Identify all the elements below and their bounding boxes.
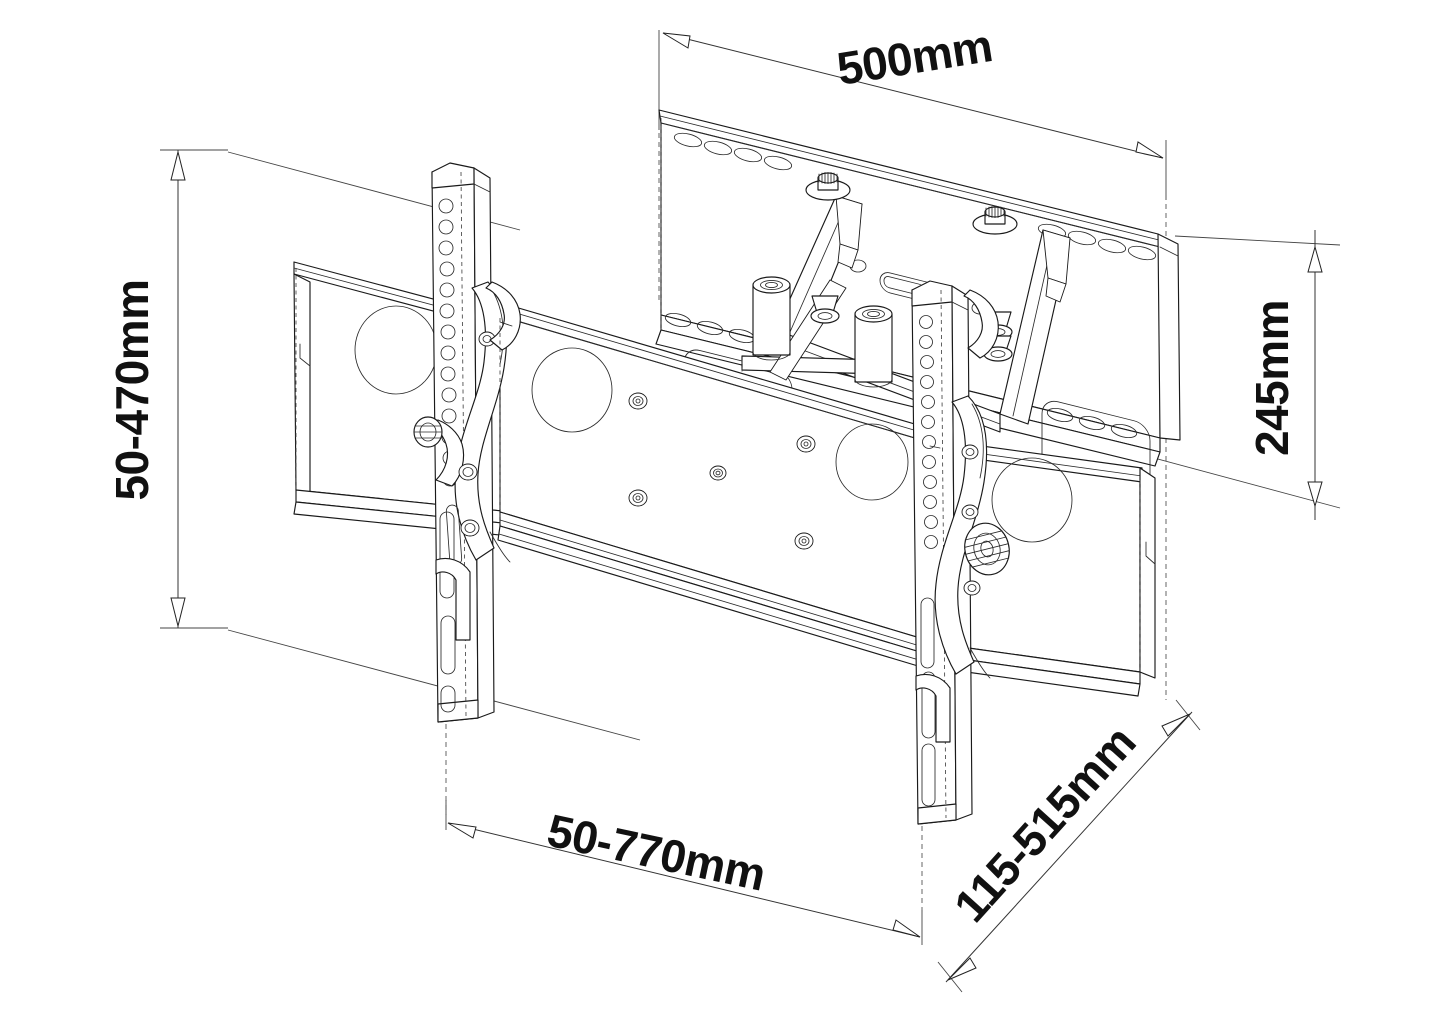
arrow-500-left <box>662 32 691 49</box>
right-bracket-bolt-1 <box>961 444 979 460</box>
ext-leader-470-bottom <box>227 629 641 741</box>
right-rail-hole-column <box>919 315 938 549</box>
tick-515-lower <box>937 961 963 993</box>
right-rail-slot-1 <box>920 597 935 669</box>
left-bracket-bolt-2 <box>458 463 478 481</box>
right-rail-bottom <box>917 803 957 825</box>
pivot-cap-left <box>810 295 840 324</box>
left-tilt-knob <box>413 416 443 448</box>
right-rail-slot-2 <box>921 671 936 739</box>
wall-plate-right-flange <box>1157 233 1181 441</box>
rivet-5 <box>794 532 814 550</box>
pivot-cylinder-inner-right-bottom <box>854 378 893 388</box>
left-rail-slot-3 <box>440 685 456 713</box>
center-plate-circle-left <box>531 347 613 433</box>
right-lower-fork <box>915 673 951 743</box>
tilt-adjustment-knob <box>964 522 1010 576</box>
right-rail-top-edge <box>951 301 969 311</box>
arrow-515-lower <box>947 957 977 981</box>
left-tilt-arm <box>454 281 508 561</box>
left-rail-top-edge <box>473 183 491 193</box>
left-upper-claw-face <box>485 281 521 351</box>
center-plate-top-rail-line2 <box>498 307 942 439</box>
left-tilt-arc-1 <box>491 289 504 365</box>
ext-line-245-top <box>1174 235 1341 246</box>
right-rail-slot-3 <box>921 743 936 807</box>
dimension-label-50-470mm: 50-470mm <box>106 279 158 500</box>
ext-line-245-bottom <box>1142 454 1341 509</box>
dimension-245mm: 245mm <box>1142 230 1341 520</box>
dimension-50-470mm: 50-470mm <box>106 149 641 741</box>
left-rail-bottom <box>437 699 479 723</box>
dim-line-770 <box>447 822 921 938</box>
right-bracket-bolt-2 <box>961 504 979 520</box>
arrow-470-bottom <box>170 597 186 627</box>
upper-arm-left-tab <box>837 243 859 269</box>
rivet-3 <box>709 465 727 481</box>
wall-plate-dimples-left <box>673 132 793 171</box>
center-plate-bottom-rail-line <box>499 519 941 653</box>
right-tilt-arc-1 <box>971 403 984 479</box>
right-tilt-bracket <box>915 289 1010 743</box>
left-lower-fork <box>435 557 471 641</box>
pivot-cylinder-inner-right-top <box>854 305 893 323</box>
arrow-470-top <box>170 151 186 181</box>
rivet-4 <box>628 489 648 507</box>
left-tilt-bracket <box>413 281 511 641</box>
wall-plate-top-lip-line2 <box>659 115 1160 241</box>
pivot-cylinder-inner-right <box>854 313 893 383</box>
left-tilt-arc-2 <box>489 531 511 563</box>
dim-line-500 <box>662 32 1164 159</box>
wall-plate-right-flange-line <box>1159 246 1179 257</box>
pivot-cylinder-inner-left-top <box>752 276 791 294</box>
wall-plate-top-lip-line <box>660 122 1161 248</box>
bracket-assembly <box>293 109 1181 825</box>
right-upper-claw <box>963 289 999 359</box>
pivot-bolt-left <box>805 172 851 201</box>
rivet-2 <box>796 435 816 453</box>
rivet-1 <box>628 392 648 410</box>
upper-arm-left-gusset <box>835 195 863 251</box>
arrow-245-bottom <box>1307 481 1323 508</box>
center-plate-rivets <box>628 392 816 550</box>
pivot-cylinder-inner-left <box>752 284 791 356</box>
left-rail-slot-1 <box>439 511 455 599</box>
construction-lines <box>499 318 941 524</box>
arrow-770-left <box>447 822 477 839</box>
arrow-245-top <box>1307 245 1323 273</box>
right-panel-end-flange <box>1139 467 1156 679</box>
pivot-bolt-right <box>972 206 1018 235</box>
right-tilt-arm <box>934 395 988 675</box>
right-panel-flange-notch <box>1145 541 1156 565</box>
left-panel-flange-notch <box>299 343 311 367</box>
dimension-label-245mm: 245mm <box>1246 300 1298 456</box>
center-plate-circle-right <box>835 423 909 501</box>
wall-plate-slots-right <box>1046 407 1138 439</box>
left-rail-slot-2 <box>440 615 456 675</box>
left-upper-claw <box>485 281 521 351</box>
center-plate-bottom-lip-line <box>498 533 940 667</box>
dim-line-515 <box>945 711 1193 983</box>
upper-arm-right-tab <box>1045 277 1067 303</box>
arrow-515-upper <box>1161 713 1191 737</box>
left-bracket-bolt-3 <box>460 519 480 537</box>
right-bracket-bolt-3 <box>963 580 981 596</box>
arrow-770-right <box>892 919 921 938</box>
pivot-cylinder-inner-left-bottom <box>752 351 791 361</box>
arrow-500-right <box>1135 141 1164 159</box>
right-panel-circle-cutout <box>991 457 1073 543</box>
right-tilt-arc-2 <box>969 647 991 679</box>
